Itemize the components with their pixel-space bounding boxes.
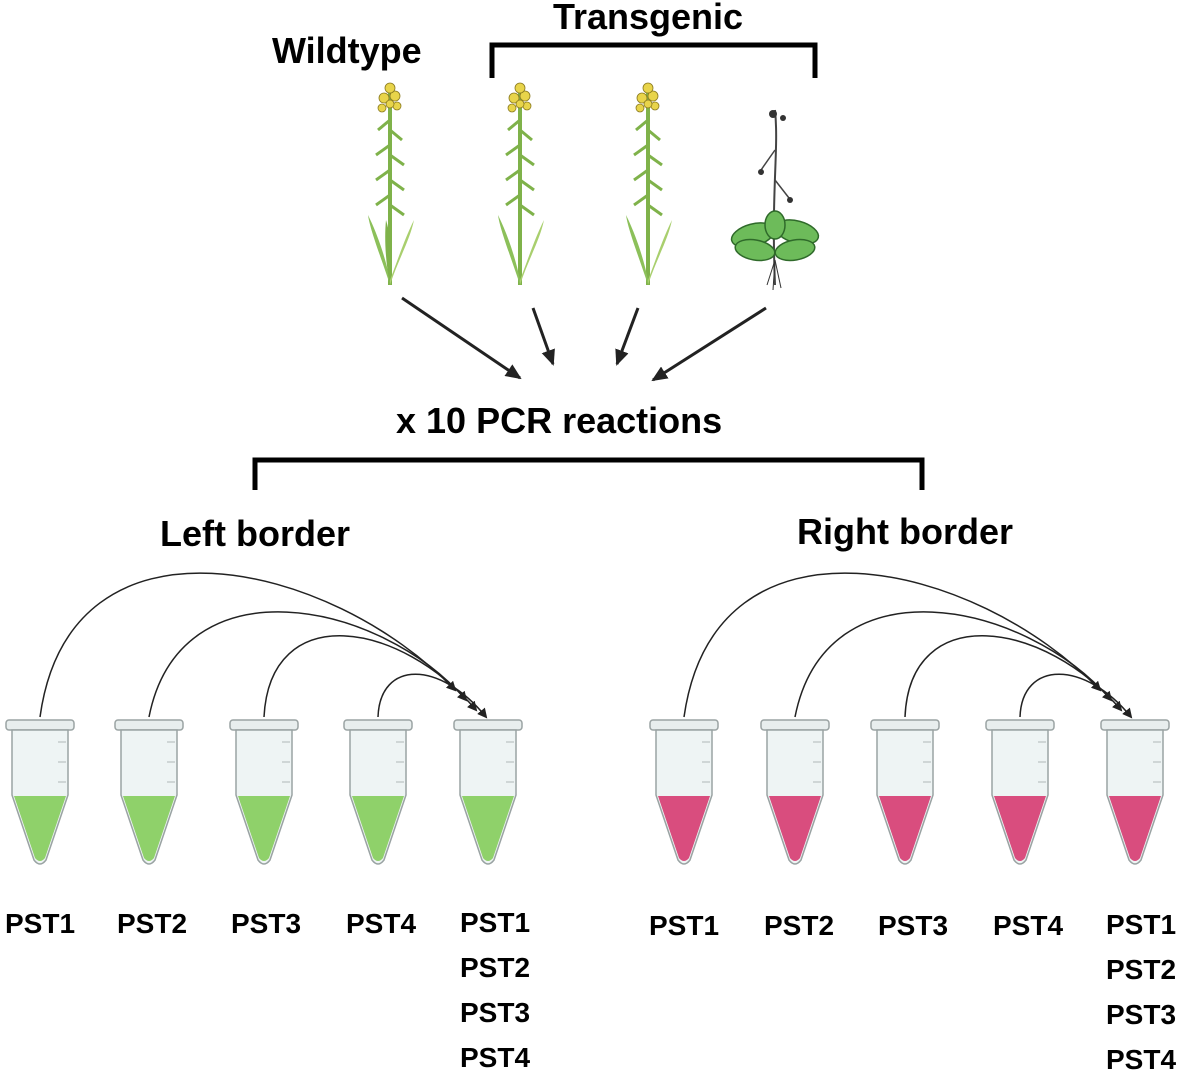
- transgenic-plant-1: [498, 82, 544, 285]
- transgenic-bracket: [489, 42, 818, 78]
- left-pool-label-3: PST3: [459, 997, 531, 1028]
- left-tube-3: [229, 719, 299, 865]
- left-tube-4: [343, 719, 413, 865]
- arrow-transgenic1-to-pcr: [531, 307, 555, 366]
- left-pool-label-1: PST1: [459, 907, 531, 938]
- arrow-transgenic2-to-pcr: [615, 307, 640, 366]
- arrow-transgenic3-to-pcr: [651, 306, 767, 382]
- transgenic-label: Transgenic: [553, 0, 744, 37]
- right-tube-4: [985, 719, 1055, 865]
- right-pool-label: PST1 PST2 PST3 PST4: [1086, 902, 1181, 1082]
- left-tube-label-4: PST4: [345, 908, 417, 939]
- left-border-label: Left border: [160, 513, 351, 554]
- right-tube-3: [870, 719, 940, 865]
- wildtype-plant: [368, 82, 414, 285]
- left-pool-label-4: PST4: [459, 1042, 531, 1073]
- right-tube-label-1: PST1: [648, 910, 720, 941]
- right-tube-1: [649, 719, 719, 865]
- left-tube-label-1: PST1: [4, 908, 76, 939]
- left-tube-label-2: PST2: [116, 908, 188, 939]
- transgenic-plant-2: [626, 82, 672, 285]
- right-pool-label-3: PST3: [1105, 999, 1177, 1030]
- left-tube-label-3: PST3: [230, 908, 302, 939]
- right-tube-5: [1100, 719, 1170, 865]
- right-tube-label-2: PST2: [763, 910, 835, 941]
- right-tube-label-4: PST4: [992, 910, 1064, 941]
- transgenic-plant-rosette: [730, 109, 820, 291]
- wildtype-label: Wildtype: [272, 30, 422, 71]
- left-pool-label-2: PST2: [459, 952, 531, 983]
- left-tube-5: [453, 719, 523, 865]
- right-border-label: Right border: [797, 511, 1013, 552]
- right-pooling-arrows: [683, 572, 1133, 719]
- pcr-bracket: [252, 457, 925, 490]
- arrow-wildtype-to-pcr: [401, 296, 522, 380]
- right-tube-2: [760, 719, 830, 865]
- right-pool-label-2: PST2: [1105, 954, 1177, 985]
- left-pooling-arrows: [39, 572, 488, 719]
- tubes-layer: [5, 719, 1170, 865]
- left-tube-2: [114, 719, 184, 865]
- right-pool-label-4: PST4: [1105, 1044, 1177, 1075]
- pcr-reactions-label: x 10 PCR reactions: [396, 400, 723, 441]
- right-tube-label-3: PST3: [877, 910, 949, 941]
- right-pool-label-1: PST1: [1105, 909, 1177, 940]
- left-tube-1: [5, 719, 75, 865]
- left-pool-label: PST1 PST2 PST3 PST4: [440, 900, 550, 1080]
